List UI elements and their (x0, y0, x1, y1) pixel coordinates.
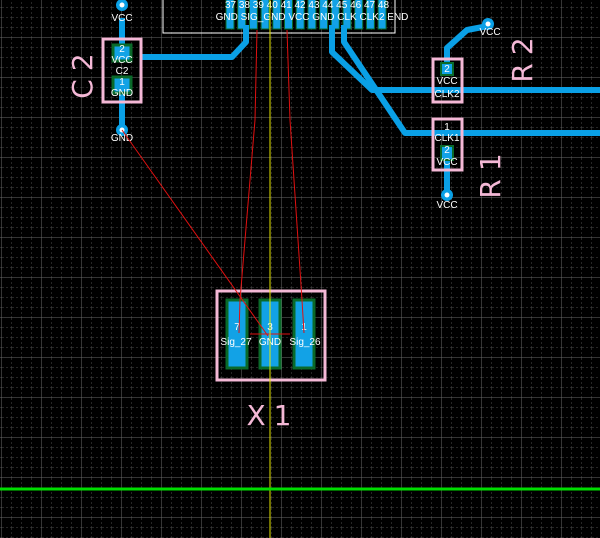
x1-pad7-num: 7 (234, 322, 240, 333)
c2-designator: C2 (66, 45, 99, 98)
c2-pad2-num: 2 (119, 44, 125, 55)
via-r1-vcc-label: VCC (436, 200, 457, 211)
r2-pad[interactable] (440, 62, 454, 76)
c2-ref: C2 (116, 66, 129, 77)
track-c2-header (140, 25, 249, 60)
header-component[interactable]: 37 38 39 40 41 42 43 44 45 46 47 48 GND … (162, 0, 409, 34)
x1-pad7-net: Sig_27 (220, 337, 252, 348)
ratsnest (121, 29, 305, 337)
header-pad[interactable] (319, 0, 329, 30)
r1-pad2-net: VCC (436, 157, 457, 168)
tracks (119, 18, 600, 193)
header-pad[interactable] (272, 0, 282, 30)
c2-pad-2[interactable] (111, 43, 133, 63)
c2-outline (101, 37, 143, 104)
r2-outline (431, 57, 464, 104)
header-pad[interactable] (307, 0, 317, 30)
x1-pad1-net: Sig_26 (289, 337, 321, 348)
ratsnest-gnd (121, 129, 269, 337)
via-r2-vcc-label: VCC (479, 27, 500, 38)
track-clk2 (329, 25, 600, 93)
r1-designator: R1 (474, 145, 507, 198)
header-pad[interactable] (365, 0, 375, 30)
header-pad[interactable] (260, 0, 270, 30)
r2-pad2-net: VCC (436, 76, 457, 87)
header-pad[interactable] (225, 0, 235, 30)
x1-pad-7[interactable] (225, 298, 249, 370)
header-pad[interactable] (295, 0, 305, 30)
header-outline (162, 0, 396, 34)
c2-pad2-net: VCC (111, 55, 132, 66)
r2-pad2-num: 2 (444, 64, 450, 75)
via-c2-vcc-label: VCC (111, 13, 132, 24)
header-net-names: GND SIG_GND VCC GND CLK CLK2 END (216, 12, 409, 23)
x1-pad1-num: 1 (301, 322, 307, 333)
r2-pad1-net: CLK2 (434, 89, 459, 100)
via-r1-vcc[interactable] (441, 189, 453, 201)
c2-pad1-num: 1 (119, 77, 125, 88)
header-pin-numbers: 37 38 39 40 41 42 43 44 45 46 47 48 (225, 0, 389, 11)
component-r1[interactable]: 1 CLK1 2 VCC R1 (431, 117, 507, 199)
r1-pad2-num: 2 (444, 145, 450, 156)
r1-pad1-net: CLK1 (434, 133, 459, 144)
x1-outline (215, 289, 327, 382)
x1-designator: X1 (247, 399, 300, 432)
component-x1[interactable]: 7 3 1 Sig_27 GND Sig_26 X1 (215, 289, 327, 432)
x1-pad-1[interactable] (292, 298, 316, 370)
ratsnest-sig26 (286, 29, 305, 334)
header-pads (225, 0, 387, 30)
r2-designator: R2 (506, 29, 539, 82)
c2-pad-1[interactable] (111, 75, 133, 95)
component-r2[interactable]: 2 VCC CLK2 R2 (431, 29, 539, 104)
via-c2-gnd-label: GND (111, 133, 133, 144)
r1-outline (431, 117, 464, 172)
header-pad[interactable] (237, 0, 247, 30)
ratsnest-sig27 (238, 29, 258, 334)
header-pad[interactable] (248, 0, 258, 30)
header-pad[interactable] (354, 0, 364, 30)
header-pad[interactable] (377, 0, 387, 30)
vias: VCC GND VCC VCC (111, 0, 501, 211)
component-c2[interactable]: 2 VCC C2 1 GND C2 (66, 37, 143, 104)
r1-pad[interactable] (440, 145, 454, 161)
r1-pad1-num: 1 (444, 122, 450, 133)
via-r2-vcc[interactable] (482, 18, 494, 30)
track-r2-vcc (444, 23, 489, 65)
header-pad[interactable] (284, 0, 293, 30)
c2-pad1-net: GND (111, 88, 133, 99)
track-clk1 (341, 25, 600, 136)
via-c2-vcc[interactable] (116, 0, 128, 11)
header-pad[interactable] (330, 0, 340, 30)
